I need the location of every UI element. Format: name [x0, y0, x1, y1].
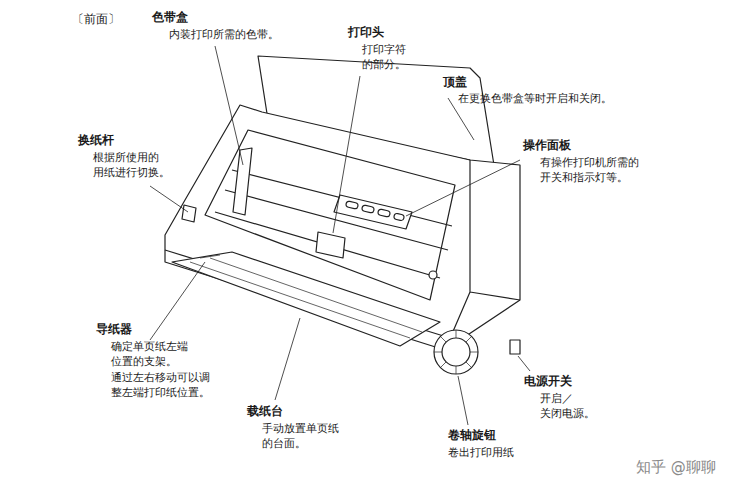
paper-tray	[172, 252, 440, 346]
part-note: 在更换色带盒等时开启和关闭。	[458, 91, 612, 106]
leader-line	[333, 76, 360, 233]
part-name: 载纸台	[247, 404, 283, 420]
leader-line	[150, 186, 188, 212]
screw-hole	[429, 271, 437, 279]
operation-panel	[334, 195, 412, 229]
part-note: 手动放置单页纸 的台面。	[262, 421, 339, 452]
tray-ribs	[190, 255, 422, 338]
part-note: 内装打印所需的色带。	[169, 27, 279, 42]
panel-button	[377, 209, 390, 218]
panel-button	[393, 213, 404, 221]
leader-line	[215, 46, 243, 165]
part-note: 根据所使用的 用纸进行切换。	[93, 150, 170, 181]
leader-line	[518, 356, 530, 371]
side-panel	[445, 160, 520, 350]
part-note: 卷出打印用纸	[448, 445, 514, 460]
part-note: 确定单页纸左端 位置的支架。 通过左右移动可以调 整左端打印纸位置。	[111, 339, 210, 401]
part-name: 卷轴旋钮	[448, 428, 496, 444]
power-switch	[510, 340, 520, 354]
leader-line	[150, 262, 205, 340]
leader-line	[275, 318, 300, 400]
part-name: 顶盖	[443, 75, 467, 91]
view-title: 〔前面〕	[72, 12, 120, 28]
print-head	[316, 232, 345, 258]
part-note: 开启／关闭电源。	[540, 391, 595, 422]
part-note: 打印字符 的部分。	[362, 42, 406, 73]
leader-line	[458, 376, 468, 425]
leader-line	[406, 160, 520, 216]
part-name: 操作面板	[523, 138, 571, 154]
part-name: 换纸杆	[78, 133, 114, 149]
panel-button	[345, 201, 358, 210]
part-note: 有操作打印机所需的 开关和指示灯等。	[540, 155, 639, 186]
watermark: 知乎 @聊聊	[636, 458, 716, 477]
part-name: 电源开关	[524, 374, 572, 390]
ribbon-cartridge	[233, 148, 252, 215]
part-name: 打印头	[348, 25, 384, 41]
part-name: 色带盒	[152, 10, 188, 26]
paper-lever	[182, 205, 196, 222]
knob-ridges	[434, 330, 478, 374]
part-name: 导纸器	[96, 322, 132, 338]
platen-knob-inner	[442, 338, 470, 366]
printer-body	[165, 105, 520, 350]
panel-button	[361, 205, 374, 214]
platen-knob	[434, 330, 478, 374]
